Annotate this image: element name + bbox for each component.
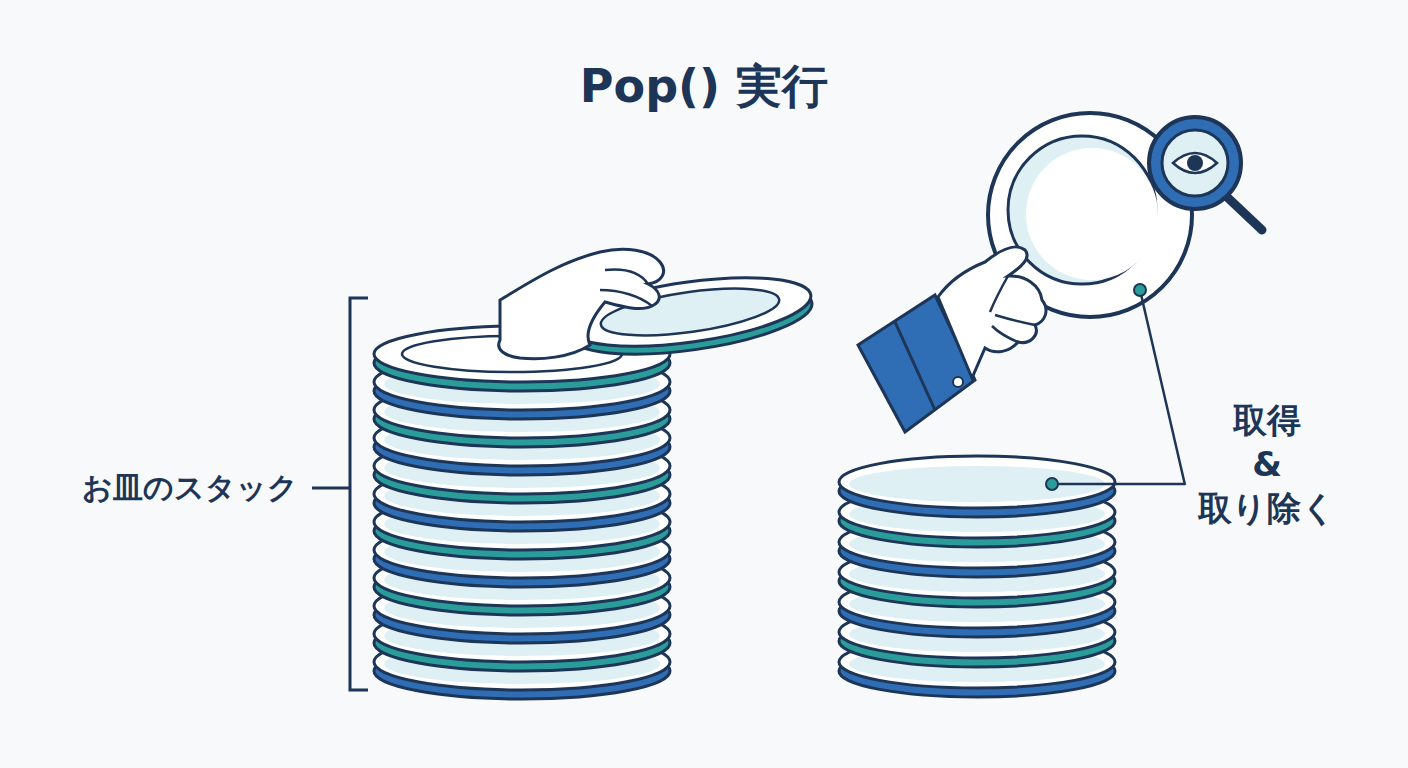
hand: [499, 249, 664, 358]
diagram-title: Pop() 実行: [0, 56, 1408, 118]
magnifier-icon: [1149, 117, 1262, 230]
plate-stack: [839, 456, 1115, 697]
bracket: [312, 298, 368, 690]
hand: [858, 247, 1046, 432]
plate-stack: [374, 326, 670, 699]
callout-label: 取得 & 取り除く: [1192, 398, 1342, 531]
leader-line: [1046, 284, 1185, 490]
stack-label: お皿のスタック: [82, 468, 298, 509]
